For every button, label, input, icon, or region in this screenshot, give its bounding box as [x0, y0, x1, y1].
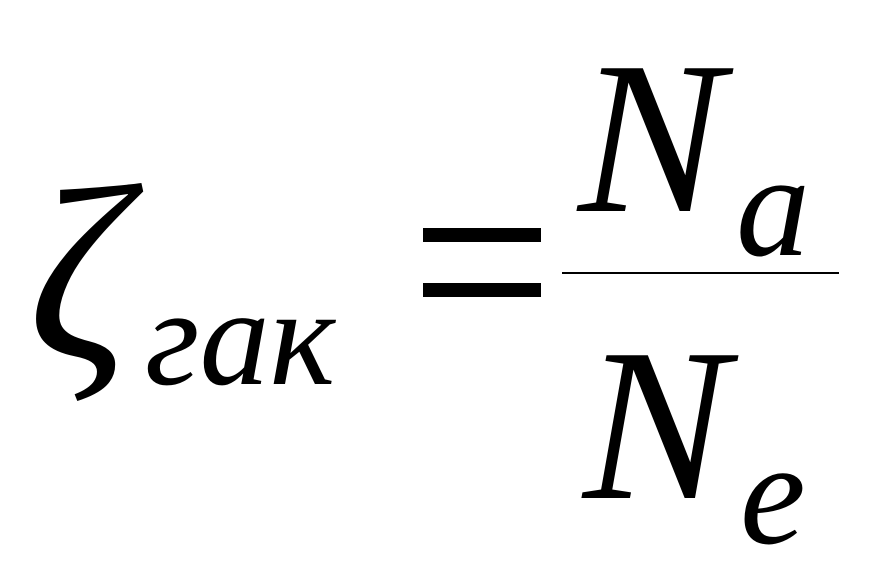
zeta-subscript: гак: [145, 260, 336, 415]
numerator-subscript: a: [736, 124, 810, 288]
numerator-symbol: N: [578, 18, 724, 259]
denominator-symbol: N: [583, 305, 729, 546]
fraction-bar: [562, 272, 839, 274]
equals-sign-bottom-bar: [423, 283, 541, 297]
zeta-symbol: ζ: [28, 136, 130, 413]
denominator-subscript: e: [740, 412, 806, 576]
equals-sign-top-bar: [423, 228, 541, 242]
